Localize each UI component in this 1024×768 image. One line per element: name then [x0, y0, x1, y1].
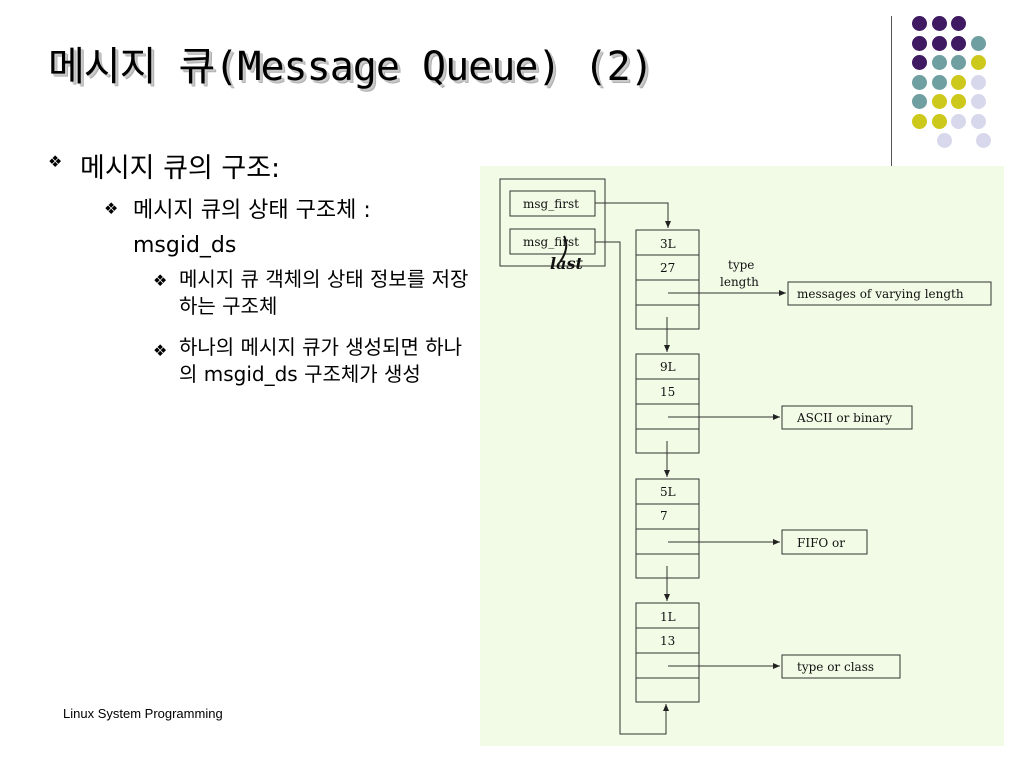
decorative-dot — [912, 35, 927, 51]
data-box-3 — [781, 529, 868, 555]
data-label-2: ASCII or binary — [796, 411, 892, 425]
decorative-dot — [931, 35, 947, 51]
decorative-dot — [970, 74, 986, 90]
data-box-2 — [781, 405, 913, 430]
decorative-dot — [951, 55, 966, 70]
bullet-icon: ❖ — [48, 152, 63, 171]
bullet-level1: 메시지 큐의 구조: — [80, 153, 281, 184]
sub-bullet-1: 메시지 큐 객체의 상태 정보를 저장하는 구조체 — [179, 267, 469, 318]
decorative-dot — [931, 94, 947, 109]
decorative-dot — [931, 74, 947, 90]
data-label-4: type or class — [797, 660, 874, 674]
handwritten-mark — [559, 235, 568, 263]
decorative-dot — [970, 94, 986, 109]
decorative-dot — [951, 113, 966, 129]
decorative-dot — [951, 74, 966, 90]
sub-bullet-2: 하나의 메시지 큐가 생성되면 하나의 msgid_ds 구조체가 생성 — [179, 335, 463, 386]
annotation-length: length — [720, 275, 759, 289]
decorative-dot — [936, 133, 952, 148]
decorative-dot — [951, 35, 966, 51]
data-label-1: messages of varying length — [797, 287, 964, 301]
decorative-divider — [891, 16, 892, 174]
decorative-dot — [912, 16, 927, 31]
node2-length: 15 — [660, 385, 675, 399]
node1-type: 3L — [660, 237, 676, 251]
bullet-icon: ❖ — [153, 341, 168, 360]
node4-length: 13 — [660, 634, 675, 648]
decorative-dot — [912, 94, 927, 109]
diagram-canvas: msg_first msg_first last 3L 27 9L 15 5L … — [499, 178, 992, 735]
slide-title: 메시지 큐(Message Queue) (2) — [48, 44, 654, 90]
annotation-type: type — [728, 258, 754, 272]
node3-type: 5L — [660, 485, 676, 499]
bullet-level2: 메시지 큐의 상태 구조체 : msgid_ds — [133, 198, 371, 258]
node2-type: 9L — [660, 360, 676, 374]
data-box-1 — [787, 281, 992, 306]
decorative-dot — [970, 113, 986, 129]
msg-first-label: msg_first — [523, 197, 579, 211]
msg-first-pointer — [595, 202, 671, 228]
msqid-ds-box — [499, 178, 606, 267]
decorative-dot — [951, 16, 966, 31]
decorative-dot — [931, 55, 947, 70]
data-box-4 — [781, 654, 901, 679]
node3-length: 7 — [660, 509, 668, 523]
decorative-dot — [970, 55, 986, 70]
decorative-dot — [970, 35, 986, 51]
handwritten-last-note: last — [550, 254, 583, 273]
data-label-3: FIFO or — [797, 536, 845, 550]
decorative-dot — [912, 74, 927, 90]
decorative-dot — [951, 94, 966, 109]
footer-text: Linux System Programming — [63, 706, 223, 721]
message-queue-diagram: msg_first msg_first last 3L 27 9L 15 5L … — [480, 166, 1004, 746]
bullet-icon: ❖ — [153, 271, 168, 290]
decorative-dot — [931, 113, 947, 129]
msg-last-label: msg_first — [523, 235, 579, 249]
msg-last-pointer — [595, 241, 669, 735]
node4-type: 1L — [660, 610, 676, 624]
bullet-icon: ❖ — [104, 199, 119, 218]
decorative-dot — [931, 16, 947, 31]
decorative-dot — [975, 133, 991, 148]
node1-length: 27 — [660, 261, 675, 275]
decorative-dot — [912, 113, 927, 129]
decorative-dot — [912, 55, 927, 70]
